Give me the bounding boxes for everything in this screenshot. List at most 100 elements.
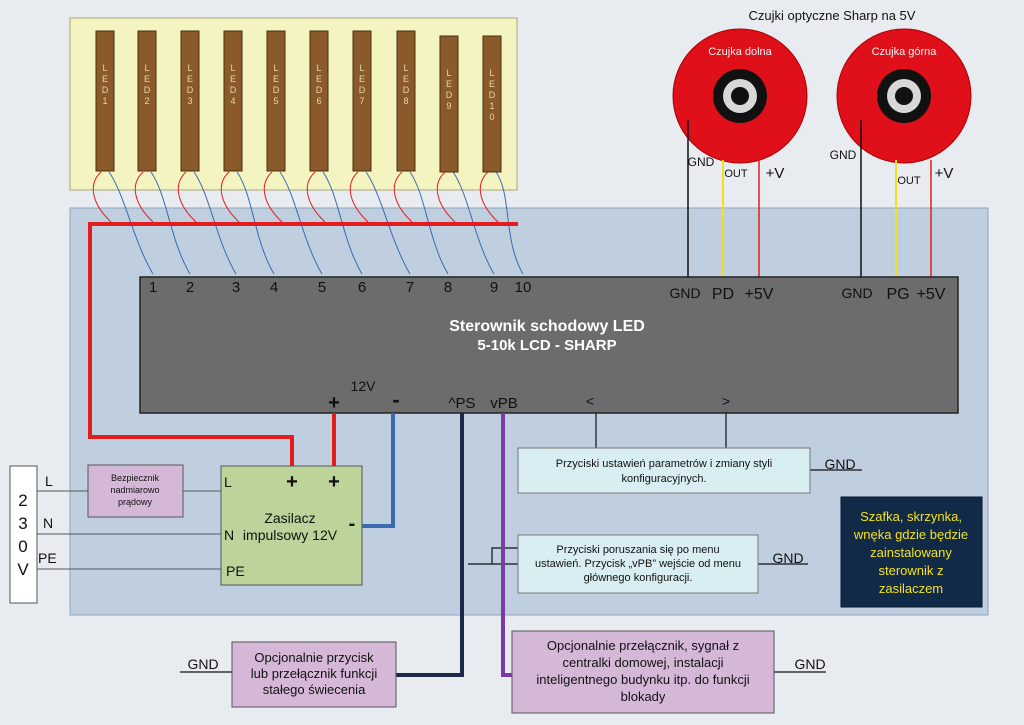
led-blue-wire bbox=[452, 171, 495, 275]
settings-buttons-line2: konfiguracyjnych. bbox=[622, 473, 707, 485]
sensors-title: Czujki optyczne Sharp na 5V bbox=[749, 8, 916, 23]
psu-l: L bbox=[224, 474, 232, 490]
led-blue-wire bbox=[279, 171, 323, 275]
fuse-line: prądowy bbox=[118, 497, 153, 507]
channel-label: 3 bbox=[232, 279, 240, 296]
psu-line2: impulsowy 12V bbox=[243, 527, 338, 543]
controller-title-line1: Sterownik schodowy LED bbox=[449, 318, 645, 335]
led-red-wire bbox=[92, 171, 112, 223]
mains-char: 3 bbox=[18, 514, 27, 533]
pin-ps: ^PS bbox=[448, 395, 475, 412]
led-red-wire bbox=[263, 171, 283, 223]
option-button-gnd: GND bbox=[187, 656, 218, 672]
led-blue-wire bbox=[365, 171, 411, 275]
sensor-wires bbox=[687, 120, 932, 278]
mains-wires bbox=[37, 490, 221, 570]
fuse-text: Bezpiecznik nadmiarowo prądowy bbox=[110, 473, 159, 507]
pin-gnd-1: GND bbox=[669, 285, 700, 301]
sensor-bottom-name: Czujka dolna bbox=[708, 46, 772, 58]
led-strip bbox=[266, 30, 286, 172]
led-blue-wire bbox=[409, 171, 449, 275]
sensor-top-plus: +V bbox=[935, 165, 954, 182]
channel-label: 10 bbox=[515, 279, 532, 296]
menu-buttons-line2: ustawień. Przycisk „vPB” wejście od menu bbox=[535, 558, 741, 570]
option-button-line1: Opcjonalnie przycisk bbox=[254, 650, 374, 665]
channel-label: 6 bbox=[358, 279, 366, 296]
led-red-wire bbox=[177, 171, 197, 223]
led-red-wire bbox=[393, 171, 413, 223]
psu-plus-2: + bbox=[328, 471, 340, 493]
mains-n: N bbox=[43, 515, 53, 531]
menu-buttons-line3: głównego konfiguracji. bbox=[584, 572, 693, 584]
option-button-box bbox=[231, 641, 397, 708]
psu-box bbox=[220, 465, 363, 586]
psu-n: N bbox=[224, 527, 234, 543]
cabinet-line: Szafka, skrzynka, bbox=[860, 509, 962, 524]
pin-right: > bbox=[722, 393, 730, 409]
cabinet-line: zasilaczem bbox=[879, 581, 943, 596]
mains-block bbox=[9, 465, 38, 604]
led-blue-wire bbox=[193, 171, 237, 275]
pin-pb: vPB bbox=[490, 395, 518, 412]
led-strip bbox=[352, 30, 372, 172]
mains-l: L bbox=[45, 473, 53, 489]
settings-buttons-gnd: GND bbox=[824, 456, 855, 472]
mains-pe: PE bbox=[38, 550, 57, 566]
channel-label: 1 bbox=[149, 279, 157, 296]
sensor-top-name: Czujka górna bbox=[872, 46, 938, 58]
led-blue-wire bbox=[236, 171, 275, 275]
channel-label: 2 bbox=[186, 279, 194, 296]
led-strip bbox=[180, 30, 200, 172]
sensor-bottom-out: OUT bbox=[724, 168, 748, 180]
channel-label: 5 bbox=[318, 279, 326, 296]
led-red-wire bbox=[220, 171, 240, 223]
led-blue-wire bbox=[108, 171, 154, 275]
led-blue-wire bbox=[495, 171, 524, 275]
option-button-line2: lub przełącznik funkcji bbox=[251, 666, 378, 681]
cabinet-line: sterownik z bbox=[878, 563, 943, 578]
sensor-bottom-plus: +V bbox=[766, 165, 785, 182]
fuse-line: nadmiarowo bbox=[110, 485, 159, 495]
option-switch-line4: blokady bbox=[621, 689, 666, 704]
pin-pd: PD bbox=[712, 286, 734, 303]
cabinet-line: wnęka gdzie będzie bbox=[853, 527, 968, 542]
option-switch-line2: centralki domowej, instalacji bbox=[562, 655, 723, 670]
pin-left: < bbox=[586, 393, 594, 409]
fuse-line: Bezpiecznik bbox=[111, 473, 160, 483]
menu-buttons-gnd: GND bbox=[772, 550, 803, 566]
cabinet-note-text: Szafka, skrzynka,wnęka gdzie będziezains… bbox=[853, 509, 968, 596]
channel-label: 4 bbox=[270, 279, 278, 296]
cabinet-note bbox=[840, 496, 983, 608]
fuse-box bbox=[87, 464, 184, 518]
sensor-top-out: OUT bbox=[897, 175, 921, 187]
mains-char: V bbox=[17, 560, 29, 579]
led-strip bbox=[309, 30, 329, 172]
led-strip bbox=[396, 30, 416, 172]
led-blue-wire bbox=[150, 171, 191, 275]
settings-buttons-note bbox=[517, 447, 811, 494]
menu-buttons-note bbox=[517, 534, 759, 594]
pin-5v-1: +5V bbox=[745, 286, 774, 303]
led-red-wire bbox=[479, 171, 499, 223]
option-switch-gnd: GND bbox=[794, 656, 825, 672]
led-strip bbox=[482, 35, 502, 173]
led-red-wire bbox=[436, 171, 456, 223]
power-wires bbox=[88, 222, 518, 528]
psu-pe: PE bbox=[226, 563, 245, 579]
led-wires bbox=[92, 171, 524, 275]
option-switch-line1: Opcjonalnie przełącznik, sygnał z bbox=[547, 638, 739, 653]
sensor-top-gnd: GND bbox=[830, 148, 857, 162]
mains-char: 2 bbox=[18, 491, 27, 510]
menu-buttons-line1: Przyciski poruszania się po menu bbox=[556, 544, 719, 556]
option-switch-line3: inteligentnego budynku itp. do funkcji bbox=[536, 672, 749, 687]
led-red-wire bbox=[306, 171, 326, 223]
